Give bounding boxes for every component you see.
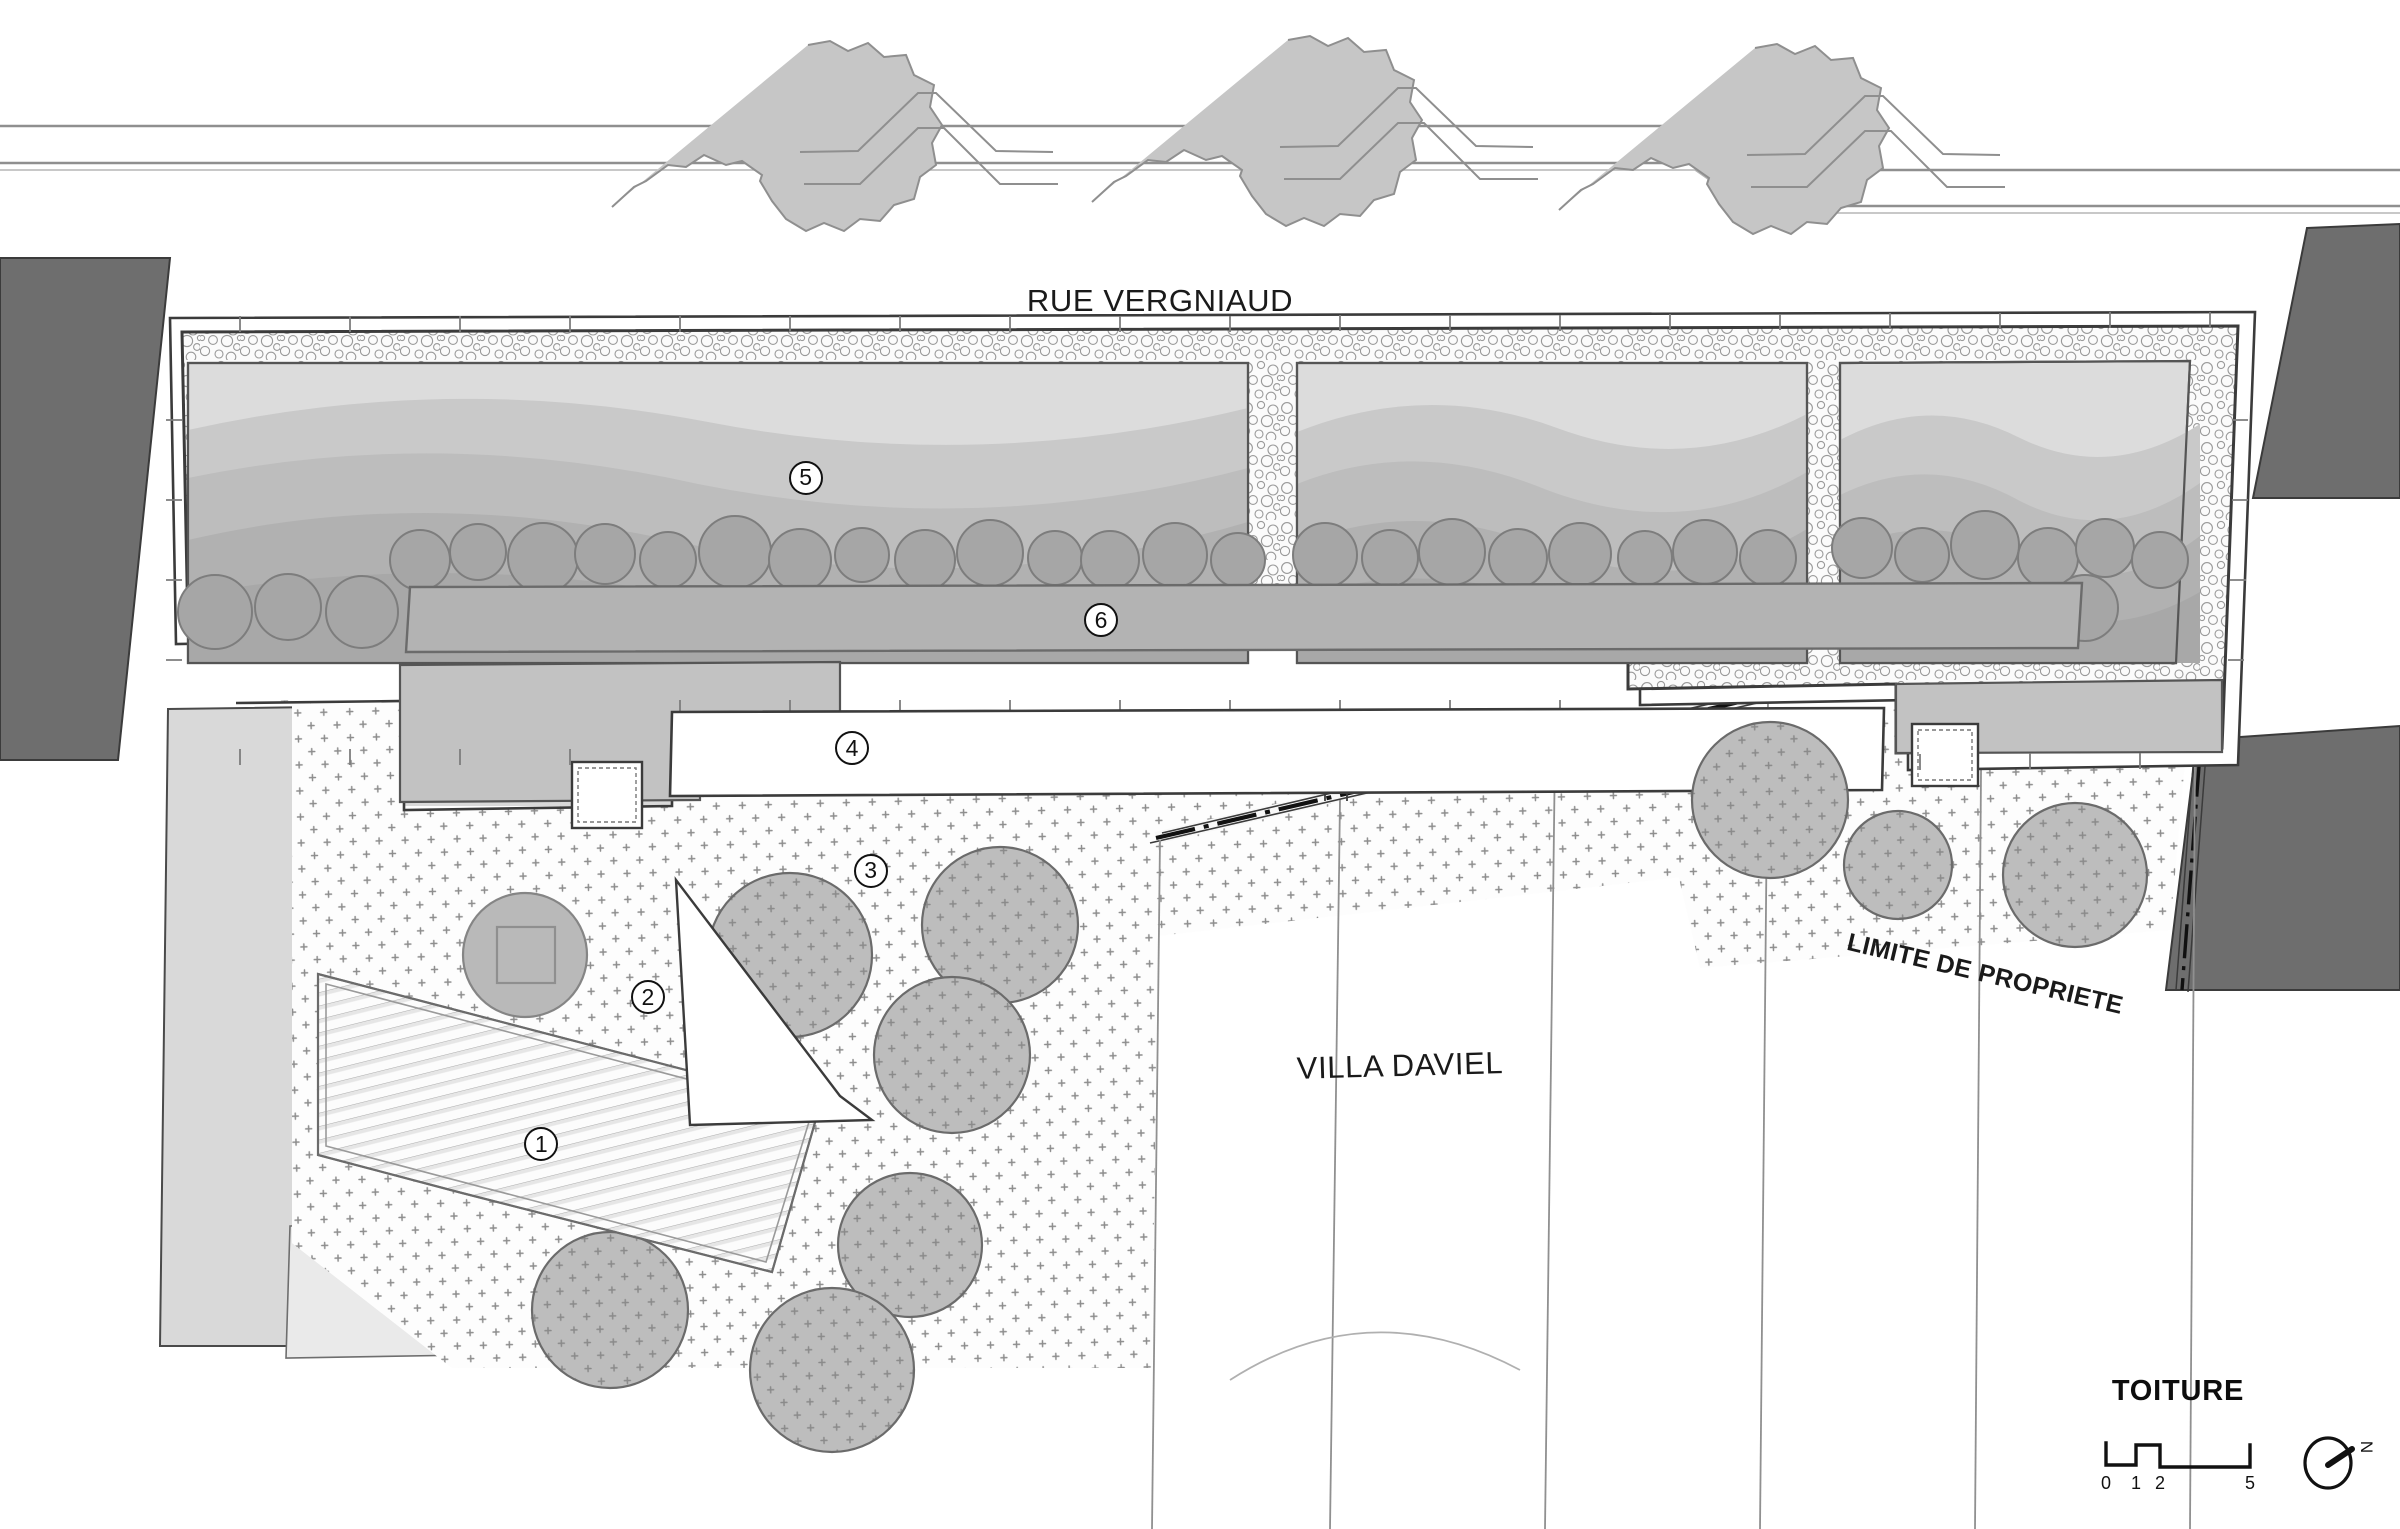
garden-tree xyxy=(748,1286,916,1454)
callout-marker-2[interactable]: 2 xyxy=(630,980,665,1015)
skylight-right xyxy=(1910,722,1980,788)
street-tree xyxy=(611,39,944,233)
callout-marker-5[interactable]: 5 xyxy=(788,460,823,495)
drawing-title: TOITURE xyxy=(2111,1375,2245,1407)
scale-tick-0: 0 xyxy=(2101,1473,2111,1493)
neighbour-building-left xyxy=(0,257,172,761)
roof-walkway-band xyxy=(404,581,2084,654)
scale-tick-2: 2 xyxy=(2155,1473,2165,1493)
scale-bar: 0 1 2 5 xyxy=(2101,1441,2255,1493)
street-name-label: RUE VERGNIAUD xyxy=(1026,283,1294,318)
roof-shrub-row xyxy=(177,510,2189,650)
scale-tick-1: 1 xyxy=(2131,1473,2141,1493)
villa-daviel-plot xyxy=(1151,599,2197,1529)
courtyard-tree xyxy=(461,891,589,1019)
neighbour-building-right xyxy=(2164,724,2400,991)
scale-tick-5: 5 xyxy=(2245,1473,2255,1493)
garden-tree xyxy=(1690,720,1850,880)
callout-marker-4[interactable]: 4 xyxy=(835,731,870,766)
garden-tree xyxy=(836,1171,984,1319)
garden-tree-group xyxy=(530,720,2149,1454)
skylight-left xyxy=(570,760,644,830)
north-arrow: N xyxy=(2303,1436,2374,1490)
terrace-strip-4 xyxy=(668,706,1886,798)
street-tree-group xyxy=(611,34,2005,236)
street-tree xyxy=(1091,34,1424,228)
garden-tree xyxy=(530,1230,690,1390)
neighbour-building-top-right xyxy=(2251,222,2400,499)
north-letter: N xyxy=(2357,1441,2374,1453)
garden-tree xyxy=(1842,809,1954,921)
courtyard-wedge xyxy=(674,876,876,1127)
callout-marker-1[interactable]: 1 xyxy=(524,1127,559,1162)
street-tree xyxy=(1558,42,1891,236)
villa-daviel-label: VILLA DAVIEL xyxy=(1296,1045,1504,1086)
garden-tree xyxy=(872,975,1032,1135)
callout-marker-3[interactable]: 3 xyxy=(853,853,888,888)
main-building-roof xyxy=(166,310,2257,830)
callout-marker-6[interactable]: 6 xyxy=(1084,603,1119,638)
garden-tree xyxy=(2001,801,2149,949)
skylight-group xyxy=(570,722,1980,830)
neighbour-buildings xyxy=(0,222,2400,991)
